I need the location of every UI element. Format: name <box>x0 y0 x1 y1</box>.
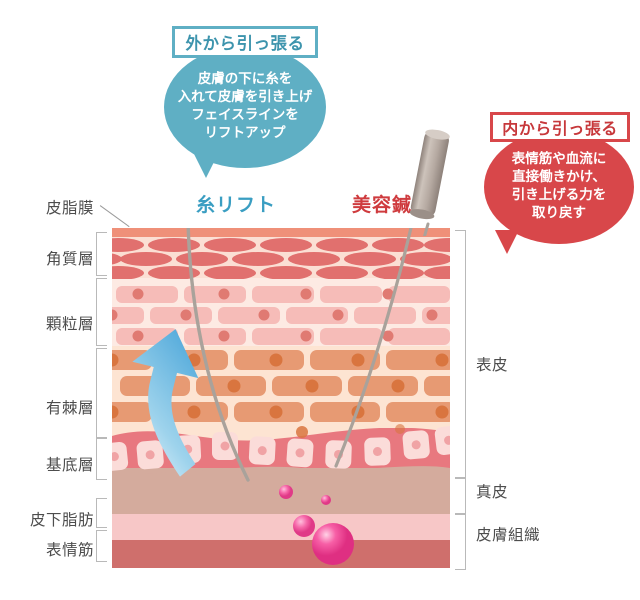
label-sebum-film: 皮脂膜 <box>45 199 94 217</box>
label-skin-tissue: 皮膚組織 <box>476 526 541 544</box>
callout-beauty-needle-body: 表情筋や血流に 直接働きかけ、 引き上げる力を 取り戻す <box>511 151 607 221</box>
stray-cell-dots <box>296 424 405 438</box>
lift-thread <box>186 228 250 482</box>
sebum-film-leader-line <box>99 205 130 228</box>
callout-thread-lift-body: 皮膚の下に糸を 入れて皮膚を引き上げ フェイスラインを リフトアップ <box>177 71 313 141</box>
callout-thread-lift-tail <box>193 152 219 178</box>
label-subcutaneous-fat: 皮下脂肪 <box>29 511 94 529</box>
bracket-facial-muscle <box>96 530 107 562</box>
callout-beauty-needle-header-box: 内から引っ張る <box>490 112 630 142</box>
label-granular-layer: 顆粒層 <box>45 315 94 333</box>
needle-tip-bubble <box>312 523 354 565</box>
acupuncture-needle-handle <box>409 129 450 236</box>
layer-sebum-film <box>112 228 450 237</box>
label-epidermis: 表皮 <box>476 356 509 374</box>
stratum-corneum-cells <box>112 238 450 279</box>
label-stratum-corneum: 角質層 <box>45 250 94 268</box>
bracket-basal-layer <box>96 438 107 480</box>
callout-beauty-needle-header: 内から引っ張る <box>502 119 618 138</box>
layer-subcutaneous-fat <box>112 514 450 540</box>
callout-thread-lift-header-box: 外から引っ張る <box>172 26 318 58</box>
beauty-needle-title: 美容鍼 <box>352 194 413 216</box>
thread-lift-title: 糸リフト <box>196 194 277 216</box>
label-spinous-layer: 有棘層 <box>45 399 94 417</box>
basal-wave-boundary <box>112 418 450 488</box>
bracket-stratum-corneum <box>96 232 107 276</box>
callout-beauty-needle-bubble: 表情筋や血流に 直接働きかけ、 引き上げる力を 取り戻す <box>484 130 634 244</box>
bracket-dermis <box>455 478 466 514</box>
callout-beauty-needle-tail <box>495 230 519 254</box>
acupuncture-needle-shaft <box>334 228 413 468</box>
layer-facial-muscle <box>112 540 450 568</box>
spinous-layer-cells <box>112 350 450 422</box>
bracket-skin-tissue <box>455 514 466 570</box>
blood-flow-bubbles <box>279 485 331 537</box>
bracket-subcutaneous-fat <box>96 498 107 528</box>
skin-cross-section-diagram <box>112 228 450 568</box>
bracket-spinous-layer <box>96 348 107 438</box>
bracket-epidermis <box>455 230 466 478</box>
bracket-granular-layer <box>96 278 107 346</box>
callout-thread-lift-bubble: 皮膚の下に糸を 入れて皮膚を引き上げ フェイスラインを リフトアップ <box>164 46 326 168</box>
label-dermis: 真皮 <box>476 483 509 501</box>
label-facial-muscle: 表情筋 <box>45 541 94 559</box>
lift-arrow-icon <box>132 329 199 477</box>
label-basal-layer: 基底層 <box>45 456 94 474</box>
callout-thread-lift-header: 外から引っ張る <box>185 34 305 53</box>
